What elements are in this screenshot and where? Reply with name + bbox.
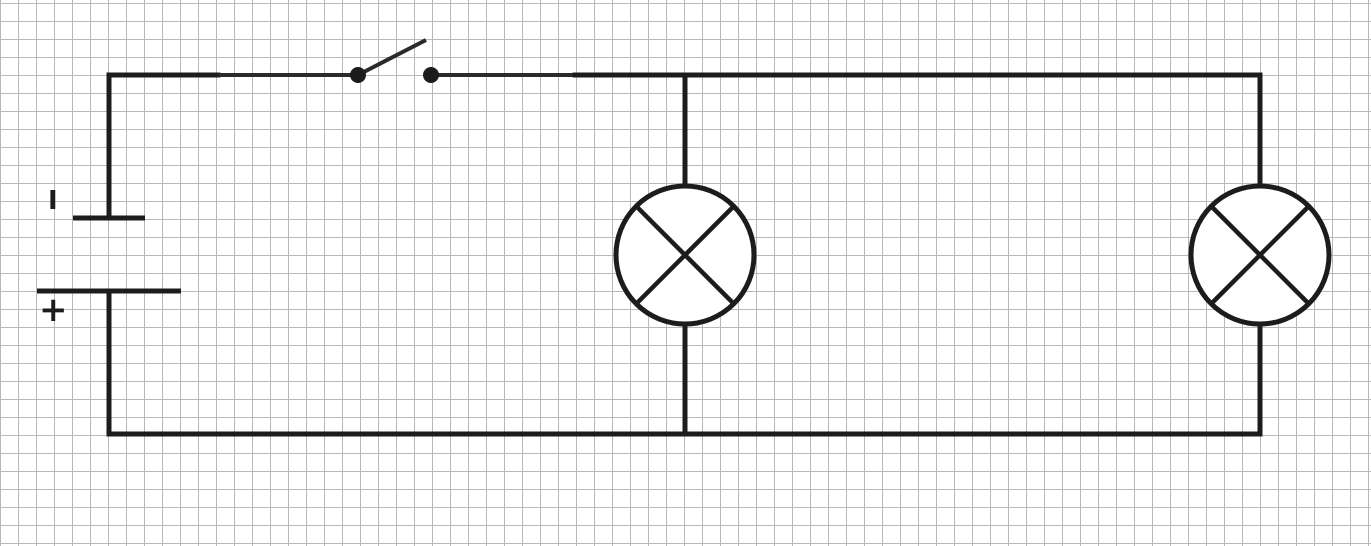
lamp-2-cross-b <box>1209 204 1311 306</box>
lamp-1-cross-b <box>634 204 736 306</box>
switch-contact-right <box>423 67 439 83</box>
battery-positive-label: + <box>39 290 68 330</box>
battery-negative-label: I <box>48 186 58 216</box>
switch-contact-left <box>350 67 366 83</box>
lamp-2 <box>1188 183 1332 327</box>
switch-blade <box>357 38 427 77</box>
lamp-1 <box>613 183 757 327</box>
